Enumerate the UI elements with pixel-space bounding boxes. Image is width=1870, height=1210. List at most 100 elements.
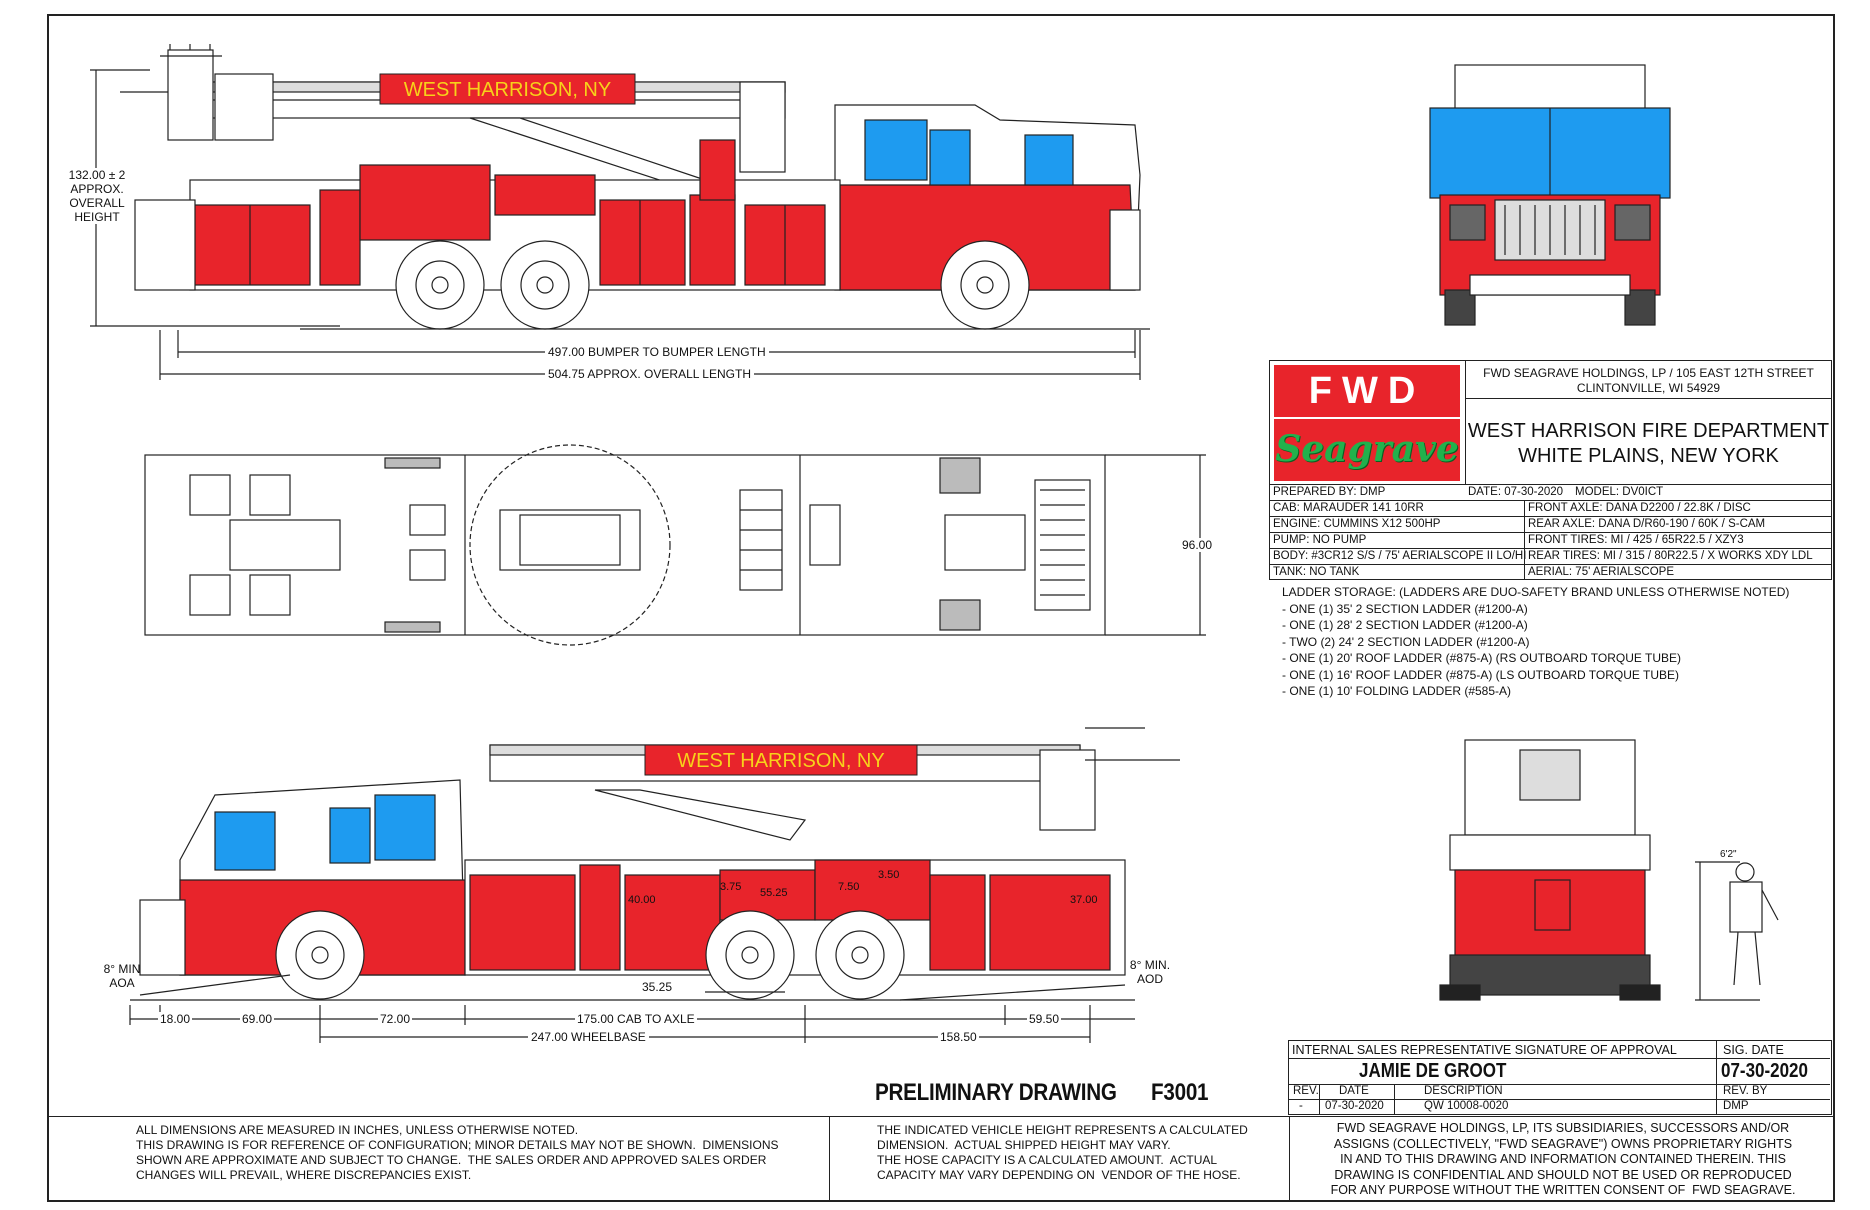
ladder-storage-item: LADDER STORAGE: (LADDERS ARE DUO-SAFETY … [1282,585,1790,599]
company-address: FWD SEAGRAVE HOLDINGS, LP / 105 EAST 12T… [1466,361,1831,399]
compartment-label: 55.25 [760,887,788,899]
rev-value: - [1299,1100,1303,1112]
address-line: CLINTONVILLE, WI 54929 [1576,381,1721,395]
notes-strip: ALL DIMENSIONS ARE MEASURED IN INCHES, U… [49,1116,1833,1201]
spec-left: TANK: NO TANK [1273,566,1360,578]
spec-right: REAR TIRES: MI / 315 / 80R22.5 / X WORKS… [1528,550,1813,562]
rev-header: REV. [1293,1085,1319,1097]
aod-label: 8° MIN. AOD [1120,958,1180,986]
bumper-length-dim: 497.00 BUMPER TO BUMPER LENGTH [545,345,769,359]
drawing-border [47,14,1835,1202]
signature-block: INTERNAL SALES REPRESENTATIVE SIGNATURE … [1288,1040,1832,1115]
note-line: SHOWN ARE APPROXIMATE AND SUBJECT TO CHA… [136,1153,767,1167]
title-block: FWD Seagrave FWD SEAGRAVE HOLDINGS, LP /… [1269,360,1832,580]
signature-header: INTERNAL SALES REPRESENTATIVE SIGNATURE … [1292,1043,1677,1057]
fwd-seagrave-logo: FWD Seagrave [1270,361,1466,485]
signature-date: 07-30-2020 [1721,1060,1808,1082]
spec-left: PUMP: NO PUMP [1273,534,1367,546]
prepared-by: PREPARED BY: DMP [1273,486,1386,498]
spec-row: TANK: NO TANK AERIAL: 75' AERIALSCOPE [1270,565,1831,581]
width-dim: 96.00 [1180,538,1215,552]
compartment-label: 37.00 [1070,894,1098,906]
ladder-storage-item: - ONE (1) 20' ROOF LADDER (#875-A) (RS O… [1282,651,1682,665]
note-line: THE HOSE CAPACITY IS A CALCULATED AMOUNT… [877,1153,1218,1167]
aoa-line: 8° MIN [103,962,141,976]
aoa-label: 8° MIN AOA [92,962,152,990]
signature-name: JAMIE DE GROOT [1359,1060,1507,1082]
overall-height-line: APPROX. [70,182,124,196]
compartment-label: 7.50 [838,881,860,893]
note-line: FOR ANY PURPOSE WITHOUT THE WRITTEN CONS… [1330,1183,1796,1197]
compartment-label: 3.75 [720,881,742,893]
note-line: CHANGES WILL PREVAIL, WHERE DISCREPANCIE… [136,1168,472,1182]
spec-row: BODY: #3CR12 S/S / 75' AERIALSCOPE II LO… [1270,549,1831,565]
rev-date-value: 07-30-2020 [1325,1100,1384,1112]
note-line: IN AND TO THIS DRAWING AND INFORMATION C… [1340,1152,1786,1166]
ladder-storage-item: - ONE (1) 10' FOLDING LADDER (#585-A) [1282,684,1512,698]
aod-line: AOD [1136,972,1163,986]
aod-line: 8° MIN. [1129,958,1171,972]
date-header: DATE [1339,1085,1369,1097]
notes-right: FWD SEAGRAVE HOLDINGS, LP, ITS SUBSIDIAR… [1293,1121,1833,1205]
address-line: FWD SEAGRAVE HOLDINGS, LP / 105 EAST 12T… [1483,366,1814,380]
note-line: ASSIGNS (COLLECTIVELY, "FWD SEAGRAVE") O… [1333,1136,1793,1151]
note-line: THIS DRAWING IS FOR REFERENCE OF CONFIGU… [136,1138,779,1152]
cab-front-dim: 69.00 [240,1012,275,1026]
prepared-date: DATE: 07-30-2020 [1468,486,1564,498]
cab-rear-dim: 72.00 [378,1012,413,1026]
preliminary-drawing-title: PRELIMINARY DRAWING F3001 [875,1079,1209,1107]
rear-overhang-dim: 59.50 [1027,1012,1062,1026]
spec-right: REAR AXLE: DANA D/R60-190 / 60K / S-CAM [1528,518,1766,530]
aoa-line: AOA [109,976,135,990]
ladder-storage-list: LADDER STORAGE: (LADDERS ARE DUO-SAFETY … [1282,584,1789,700]
logo-fwd: FWD [1274,365,1460,417]
spec-right: AERIAL: 75' AERIALSCOPE [1528,566,1675,578]
notes-middle: THE INDICATED VEHICLE HEIGHT REPRESENTS … [877,1123,1297,1207]
sig-date-label: SIG. DATE [1723,1043,1784,1057]
rev-by-header: REV. BY [1723,1085,1768,1097]
note-line: THE INDICATED VEHICLE HEIGHT REPRESENTS … [877,1123,1248,1137]
side-banner: WEST HARRISON, NY [403,79,612,101]
overall-height-line: 132.00 ± 2 [68,168,126,182]
spec-left: ENGINE: CUMMINS X12 500HP [1273,518,1441,530]
rev-by-value: DMP [1723,1100,1749,1112]
spec-right: FRONT AXLE: DANA D2200 / 22.8K / DISC [1528,502,1751,514]
ladder-storage-item: - ONE (1) 28' 2 SECTION LADDER (#1200-A) [1282,618,1528,632]
spec-row: PUMP: NO PUMP FRONT TIRES: MI / 425 / 65… [1270,533,1831,549]
overall-height-line: HEIGHT [74,210,120,224]
logo-seagrave: Seagrave [1274,419,1460,481]
compartment-label: 3.50 [878,869,900,881]
prepared-row: PREPARED BY: DMP DATE: 07-30-2020 MODEL:… [1270,485,1831,501]
spec-row: CAB: MARAUDER 141 10RR FRONT AXLE: DANA … [1270,501,1831,517]
drawing-number: F3001 [1151,1079,1209,1106]
overall-height-line: OVERALL [69,196,125,210]
rev-description-value: QW 10008-0020 [1424,1100,1509,1112]
cab-to-axle-dim: 175.00 CAB TO AXLE [575,1012,697,1026]
department-line: WHITE PLAINS, NEW YORK [1518,445,1779,467]
note-line: FWD SEAGRAVE HOLDINGS, LP, ITS SUBSIDIAR… [1336,1121,1790,1135]
department-name: WEST HARRISON FIRE DEPARTMENT WHITE PLAI… [1466,399,1831,485]
note-line: ALL DIMENSIONS ARE MEASURED IN INCHES, U… [136,1123,579,1137]
ladder-storage-item: - ONE (1) 16' ROOF LADDER (#875-A) (LS O… [1282,667,1680,682]
spec-left: BODY: #3CR12 S/S / 75' AERIALSCOPE II LO… [1273,550,1527,562]
ladder-storage-item: - TWO (2) 24' 2 SECTION LADDER (#1200-A) [1282,634,1530,649]
drawing-title: PRELIMINARY DRAWING [875,1079,1117,1106]
rear-dim: 158.50 [938,1030,979,1044]
description-header: DESCRIPTION [1424,1085,1503,1097]
note-line: DRAWING IS CONFIDENTIAL AND SHOULD NOT B… [1334,1167,1792,1182]
overall-length-dim: 504.75 APPROX. OVERALL LENGTH [545,367,754,381]
spec-right: FRONT TIRES: MI / 425 / 65R22.5 / XZY3 [1528,534,1744,546]
tandem-dim: 35.25 [640,980,675,994]
spec-row: ENGINE: CUMMINS X12 500HP REAR AXLE: DAN… [1270,517,1831,533]
compartment-label: 40.00 [628,894,656,906]
ladder-storage-item: - ONE (1) 35' 2 SECTION LADDER (#1200-A) [1282,601,1528,616]
overall-height-dim: 132.00 ± 2 APPROX. OVERALL HEIGHT [62,168,132,224]
note-line: DIMENSION. ACTUAL SHIPPED HEIGHT MAY VAR… [877,1138,1171,1152]
model: MODEL: DV0ICT [1575,486,1664,498]
spec-left: CAB: MARAUDER 141 10RR [1273,502,1424,514]
figure-height-dim: 6'2" [1720,849,1737,860]
